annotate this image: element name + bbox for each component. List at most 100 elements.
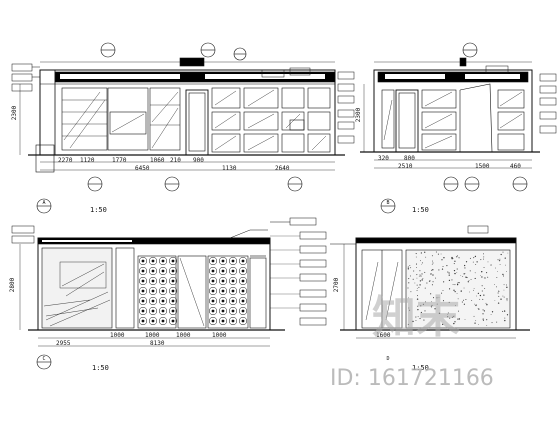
- speckle-dot: [435, 277, 437, 279]
- speckle-dot: [481, 276, 483, 278]
- rosette: [228, 286, 238, 296]
- speckle-dot: [417, 308, 419, 311]
- rosette-center: [221, 319, 225, 323]
- rosette-center: [231, 259, 235, 263]
- speckle-dot: [483, 277, 485, 279]
- speckle-dot: [498, 290, 500, 292]
- speckle-dot: [483, 258, 485, 260]
- speckle-dot: [490, 264, 492, 265]
- speckle-dot: [502, 251, 504, 253]
- rosette-center: [161, 289, 165, 293]
- rosette-center: [211, 269, 215, 273]
- rosette: [168, 296, 178, 306]
- rosette: [158, 256, 168, 266]
- speckle-dot: [483, 310, 485, 312]
- speckle-dot: [478, 308, 480, 310]
- speckle-dot: [504, 317, 506, 319]
- speckle-dot: [432, 274, 434, 276]
- speckle-dot: [477, 292, 480, 294]
- speckle-dot: [432, 262, 434, 264]
- speckle-dot: [425, 301, 426, 303]
- speckle-dot: [498, 260, 501, 262]
- dim-top-left-total-2: 2640: [275, 165, 290, 172]
- rosette: [148, 316, 158, 326]
- rosette-center: [171, 279, 175, 283]
- speckle-dot: [452, 284, 454, 285]
- speckle-dot: [456, 272, 458, 274]
- rosette: [238, 256, 248, 266]
- rosette: [238, 316, 248, 326]
- speckle-dot: [482, 319, 484, 321]
- rosette-center: [211, 299, 215, 303]
- rosette-center: [231, 289, 235, 293]
- speckle-dot: [466, 276, 468, 279]
- rosette-center: [151, 309, 155, 313]
- rosette: [158, 306, 168, 316]
- speckle-dot: [453, 289, 455, 291]
- speckle-dot: [442, 266, 444, 267]
- speckle-dot: [454, 284, 456, 286]
- rosette-center: [241, 319, 245, 323]
- speckle-dot: [418, 275, 420, 277]
- rosette: [158, 266, 168, 276]
- speckle-dot: [419, 284, 421, 286]
- rosette: [148, 306, 158, 316]
- rosette-center: [141, 309, 145, 313]
- rosette: [218, 306, 228, 316]
- dim-bottom-left-1: 2955: [56, 340, 71, 347]
- speckle-dot: [416, 284, 418, 286]
- speckle-dot: [475, 264, 477, 265]
- speckle-dot: [412, 278, 414, 280]
- speckle-dot: [455, 305, 457, 307]
- speckle-dot: [418, 286, 420, 288]
- speckle-dot: [496, 321, 498, 323]
- speckle-dot: [417, 316, 419, 318]
- rosette: [148, 266, 158, 276]
- rosette-center: [171, 289, 175, 293]
- rosette-center: [221, 279, 225, 283]
- speckle-dot: [447, 271, 449, 273]
- speckle-dot: [438, 269, 440, 271]
- speckle-dot: [437, 253, 439, 255]
- dim-top-left-3: 1770: [112, 157, 127, 164]
- speckle-dot: [476, 295, 478, 297]
- speckle-dot: [453, 322, 455, 325]
- speckle-dot: [502, 310, 504, 312]
- speckle-dot: [412, 320, 414, 323]
- speckle-dot: [483, 266, 485, 268]
- rosette: [208, 316, 218, 326]
- dim-top-right-height: 2300: [355, 107, 363, 123]
- speckle-dot: [491, 311, 494, 313]
- watermark-logo: 知末: [372, 292, 460, 343]
- speckle-dot: [480, 275, 481, 277]
- dim-bottom-right-1: 1600: [376, 332, 391, 339]
- dim-top-right-4: 460: [510, 163, 521, 170]
- speckle-dot: [413, 270, 415, 272]
- rosette-grid-right: [207, 255, 249, 329]
- rosette-center: [171, 309, 175, 313]
- speckle-dot: [408, 278, 410, 280]
- dim-bottom-left-height: 2800: [9, 277, 17, 293]
- watermark-id: ID: 161721166: [330, 366, 494, 391]
- speckle-dot: [409, 265, 411, 266]
- speckle-dot: [504, 319, 506, 322]
- speckle-dot: [458, 310, 460, 312]
- speckle-dot: [451, 316, 454, 318]
- rosette: [138, 256, 148, 266]
- speckle-dot: [417, 305, 419, 307]
- speckle-dot: [463, 273, 465, 275]
- rosette: [148, 256, 158, 266]
- speckle-dot: [490, 313, 492, 315]
- speckle-dot: [491, 322, 493, 324]
- rosette: [208, 256, 218, 266]
- scale-label-d: 1:50: [412, 364, 429, 372]
- speckle-dot: [410, 291, 412, 293]
- speckle-dot: [454, 291, 456, 293]
- rosette: [208, 306, 218, 316]
- speckle-dot: [451, 256, 453, 259]
- speckle-dot: [416, 274, 418, 276]
- speckle-dot: [503, 289, 505, 291]
- speckle-dot: [415, 256, 417, 258]
- speckle-dot: [487, 276, 489, 278]
